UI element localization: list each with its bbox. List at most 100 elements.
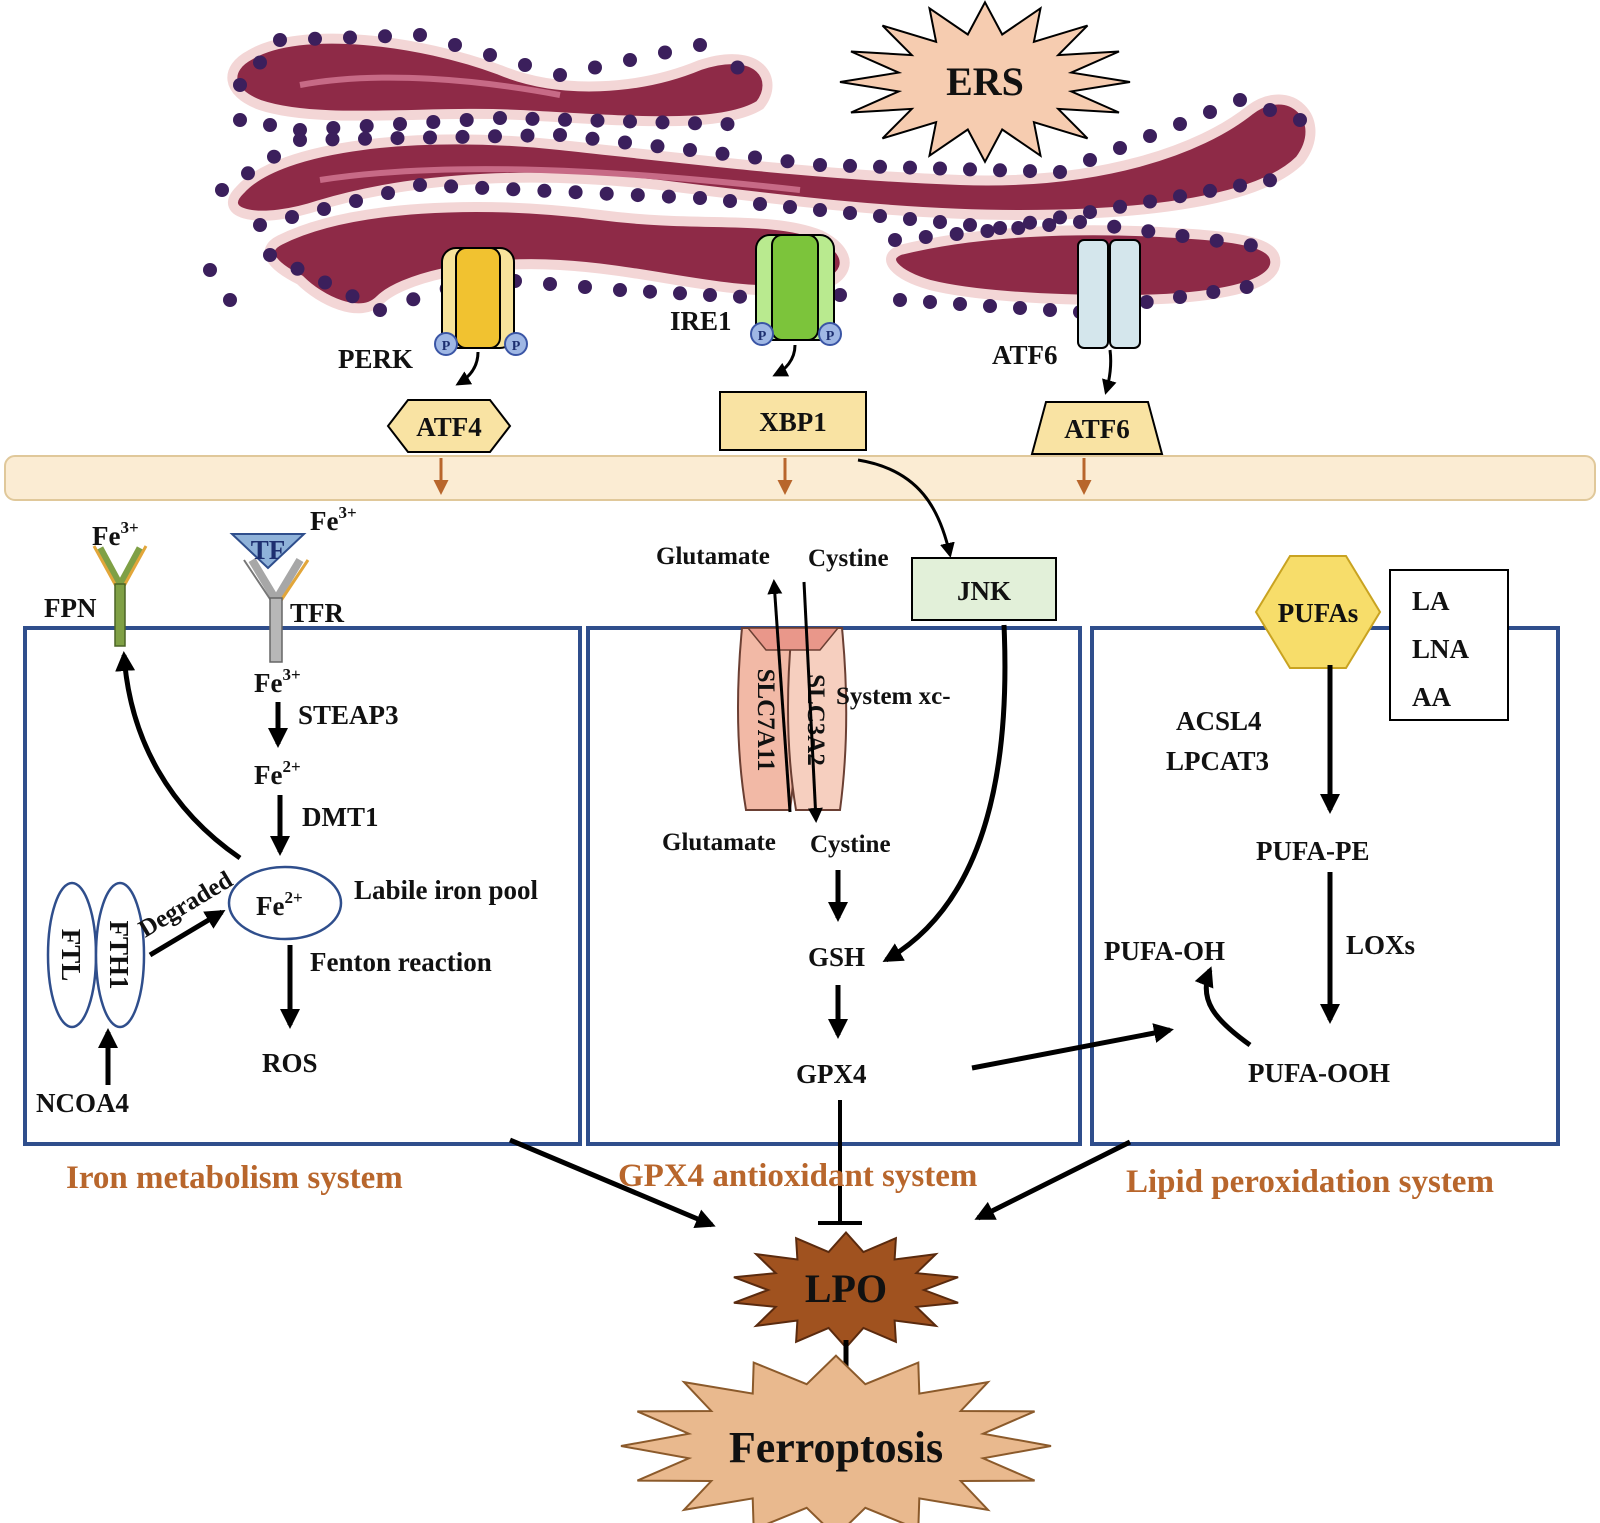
ribosome-dot <box>720 117 735 132</box>
ribosome-dot <box>661 189 676 204</box>
fe3-inside-label: Fe3+ <box>254 665 301 698</box>
ribosome-dot <box>578 280 592 294</box>
ribosome-dot <box>1042 218 1057 232</box>
ribosome-dot <box>233 78 247 92</box>
ribosome-dot <box>423 130 437 145</box>
ribosome-dot <box>381 186 395 200</box>
perk-p-left: P <box>442 339 451 354</box>
ribosome-dot <box>1175 229 1190 243</box>
ribosome-dot <box>683 143 697 157</box>
ribosome-dot <box>873 159 887 174</box>
cell-membrane-band <box>4 455 1596 501</box>
xbp1-label: XBP1 <box>759 407 827 437</box>
ribosome-dot <box>833 288 847 302</box>
fth1-label: FTH1 <box>104 920 134 989</box>
ribosome-dot <box>1203 183 1217 198</box>
ribosome-dot <box>1173 117 1187 131</box>
ribosome-dot <box>650 139 665 154</box>
glutamate-out-label: Glutamate <box>656 543 770 570</box>
pufa-ooh-label: PUFA-OOH <box>1248 1058 1390 1088</box>
ribosome-dot <box>203 263 217 277</box>
ribosome-dot <box>933 161 947 176</box>
ribosome-dot <box>903 160 917 175</box>
ribosome-dot <box>643 284 657 299</box>
ire1-label: IRE1 <box>670 306 732 336</box>
ire1-sensor: P P IRE1 <box>670 234 842 377</box>
degraded-arrow <box>148 909 226 958</box>
ribosome-dot <box>655 115 670 130</box>
ribosome-dot <box>590 113 605 128</box>
ribosome-dot <box>1013 301 1027 315</box>
ribosome-dot <box>949 227 964 241</box>
ribosome-dot <box>903 212 917 226</box>
pufa-oh-label: PUFA-OH <box>1104 936 1225 966</box>
ribosome-dot <box>488 129 502 144</box>
ribosome-dot <box>873 209 887 223</box>
ribosome-dot <box>673 286 687 301</box>
perk-p-right: P <box>512 339 521 354</box>
la-label: LA <box>1412 586 1450 616</box>
ribosome-dot <box>1263 103 1277 117</box>
ribosome-dot <box>1143 129 1157 143</box>
aa-label: AA <box>1412 682 1451 712</box>
er-lumen-highlight <box>299 74 561 98</box>
ribosome-dot <box>748 150 762 165</box>
ribosome-dot <box>378 29 392 44</box>
fpn-label: FPN <box>44 593 97 623</box>
ribosome-dot <box>953 297 967 311</box>
steap3-label: STEAP3 <box>298 700 399 730</box>
lipid-to-lpo-arrow <box>974 1139 1132 1221</box>
ribosome-dot <box>1239 280 1254 294</box>
ribosome-dot <box>253 218 267 232</box>
ribosome-dot <box>618 135 632 150</box>
ribosome-dot <box>263 118 277 132</box>
ribosome-dot <box>263 248 277 262</box>
ribosome-dot <box>1293 113 1307 127</box>
ers-label: ERS <box>946 59 1024 104</box>
iron-to-lpo-arrow <box>509 1137 716 1229</box>
ribosome-dot <box>506 182 521 197</box>
ribosome-dot <box>483 48 497 62</box>
ribosome-dot <box>558 112 572 127</box>
ribosome-dot <box>448 38 462 52</box>
tfr-label: TFR <box>290 598 345 628</box>
ribosome-dot <box>345 289 360 304</box>
xbp1-factor: XBP1 <box>719 391 867 451</box>
cystine-out-label: Cystine <box>808 545 889 572</box>
ers-star-shape <box>839 0 1131 164</box>
tf-label: TF <box>251 535 286 565</box>
ribosome-dot <box>223 293 237 307</box>
ribosome-dot <box>893 293 907 307</box>
ribosome-dot <box>233 113 247 127</box>
ribosome-dot <box>1243 238 1258 253</box>
er-cisterna-middle <box>228 94 1316 221</box>
lpo-label: LPO <box>805 1266 887 1311</box>
ribosome-dot <box>518 58 532 72</box>
glutamate-export-arrow <box>767 579 792 813</box>
jnk-to-gsh-arrow <box>882 624 1008 963</box>
pufas-label: PUFAs <box>1278 598 1359 628</box>
ribosome-dot <box>267 149 281 164</box>
ncoa4-label: NCOA4 <box>36 1088 129 1118</box>
fe3-top-label: Fe3+ <box>92 518 139 551</box>
atf4-label: ATF4 <box>416 412 482 442</box>
ribosome-dot <box>813 158 827 172</box>
ribosome-dot <box>723 194 737 208</box>
ribosome-dot <box>537 183 552 198</box>
ribosome-dot <box>1113 199 1127 214</box>
ribosome-dot <box>273 33 287 47</box>
ribosome-dot <box>585 131 600 146</box>
xbp1-to-jnk-arrow <box>857 458 955 558</box>
atf4-factor: ATF4 <box>386 399 512 453</box>
ferroptosis-starburst <box>620 1354 1052 1523</box>
ribosome-dot <box>1073 215 1087 229</box>
ers-starburst: ERS <box>839 0 1131 164</box>
ribosome-dot <box>349 194 363 208</box>
ribosome-dot <box>1011 221 1026 235</box>
ribosome-dot <box>918 230 933 244</box>
pufa-pe-label: PUFA-PE <box>1256 836 1369 866</box>
cystine-import-arrow <box>802 581 823 823</box>
fenton-label: Fenton reaction <box>310 947 492 977</box>
ribosome-dot <box>993 221 1007 235</box>
ribosome-dot <box>1023 215 1037 230</box>
